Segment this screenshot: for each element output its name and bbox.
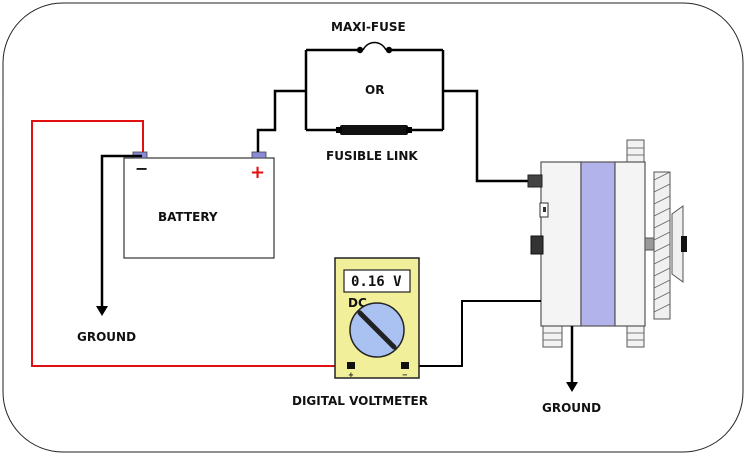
battery-positive-wire: [256, 89, 306, 152]
fusible-link-cap-right: [406, 127, 412, 133]
maxi-fuse-terminal-left: [356, 46, 364, 54]
fuse-block: MAXI-FUSE OR FUSIBLE LINK: [304, 20, 445, 163]
alternator-mount-bottom-right: [626, 324, 645, 348]
digital-voltmeter: 0.16 V DC + − DIGITAL VOLTMETER: [292, 257, 428, 408]
alternator-front-housing: [614, 161, 646, 327]
alternator-mount-bottom-left: [542, 324, 563, 348]
ground-label-right: GROUND: [542, 401, 601, 415]
battery: − + BATTERY: [123, 151, 275, 259]
voltmeter-reading: 0.16 V: [351, 274, 402, 290]
ground-right: GROUND: [542, 326, 601, 415]
red-probe-wire: [31, 120, 350, 367]
fusible-link-body: [340, 125, 408, 135]
battery-positive-post: [251, 151, 267, 159]
maxi-fuse-terminal-right: [385, 46, 393, 54]
ground-label-left: GROUND: [77, 330, 136, 344]
maxi-fuse-label: MAXI-FUSE: [331, 20, 406, 34]
voltmeter-negative-sign: −: [402, 371, 408, 379]
alternator-connector-plug: [530, 235, 544, 255]
alternator-fan-fins: [653, 171, 671, 313]
battery-body: [123, 157, 275, 259]
voltmeter-display: [343, 269, 411, 293]
fusible-link-label: FUSIBLE LINK: [326, 149, 418, 163]
fusible-link-cap-left: [336, 127, 342, 133]
alternator: [527, 139, 687, 348]
alternator-mount-top: [626, 139, 645, 163]
ground-arrow-right: [566, 382, 578, 392]
battery-label: BATTERY: [158, 210, 218, 224]
voltmeter-positive-sign: +: [348, 371, 354, 379]
voltmeter-mode-label: DC: [348, 296, 367, 310]
battery-negative-sign: −: [135, 159, 148, 178]
alternator-shaft: [644, 237, 655, 251]
voltmeter-positive-jack: [347, 362, 355, 369]
alternator-bplus-terminal: [527, 174, 543, 188]
alternator-pulley-nut: [681, 236, 687, 252]
alternator-stator: [580, 161, 616, 327]
voltmeter-label: DIGITAL VOLTMETER: [292, 394, 428, 408]
ground-arrow-left: [96, 306, 108, 316]
battery-positive-sign: +: [250, 162, 265, 183]
black-probe-wire: [405, 300, 541, 367]
ground-left: GROUND: [77, 154, 142, 344]
battery-ground-wire: [100, 154, 142, 308]
alternator-output-wire: [443, 89, 528, 183]
or-label: OR: [365, 83, 384, 97]
maxi-fuse-element: [362, 41, 387, 51]
alternator-rear-housing: [540, 161, 582, 327]
voltmeter-dial-pointer: [357, 310, 397, 350]
voltmeter-negative-jack: [401, 362, 409, 369]
alternator-pulley: [671, 205, 684, 283]
